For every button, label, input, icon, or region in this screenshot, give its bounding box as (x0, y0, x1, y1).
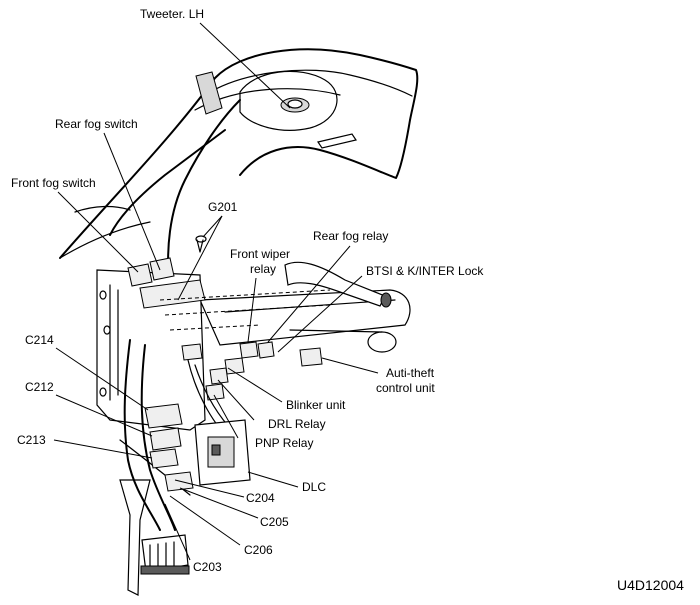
label-pnp-relay: PNP Relay (255, 436, 313, 450)
figure-id: U4D12004 (617, 577, 684, 593)
leader-lines (53, 22, 379, 561)
label-front-fog-switch: Front fog switch (11, 176, 96, 190)
label-btsi-kinter-lock: BTSI & K/INTER Lock (366, 264, 484, 278)
label-g201: G201 (208, 200, 238, 214)
relay-modules (181, 341, 323, 401)
label-c212: C212 (25, 380, 54, 394)
label-c205: C205 (260, 515, 289, 529)
label-rear-fog-relay: Rear fog relay (313, 229, 388, 243)
label-rear-fog-switch: Rear fog switch (55, 117, 138, 131)
dashboard-top (59, 48, 419, 259)
label-front-wiper-relay-line1: Front wiper (230, 247, 290, 261)
dlc-connector-box (194, 419, 251, 486)
label-dlc: DLC (302, 480, 326, 494)
label-tweeter-lh: Tweeter. LH (140, 7, 204, 21)
bottom-connector-block (140, 534, 190, 575)
lower-connectors (144, 403, 194, 492)
relay-bracket (96, 269, 206, 596)
switch-connectors (127, 257, 206, 309)
g201-ground-bolt (195, 235, 207, 253)
label-auti-theft-line1: Auti-theft (386, 366, 435, 380)
label-c206: C206 (244, 543, 273, 557)
label-front-wiper-relay-line2: relay (250, 262, 276, 276)
label-c203: C203 (193, 560, 222, 574)
label-c204: C204 (246, 491, 275, 505)
label-drl-relay: DRL Relay (268, 417, 326, 431)
label-auti-theft-line2: control unit (376, 381, 435, 395)
label-c214: C214 (25, 333, 54, 347)
upper-harness (59, 99, 241, 291)
label-blinker-unit: Blinker unit (286, 398, 346, 412)
label-c213: C213 (17, 433, 46, 447)
hidden-harness (159, 289, 331, 331)
